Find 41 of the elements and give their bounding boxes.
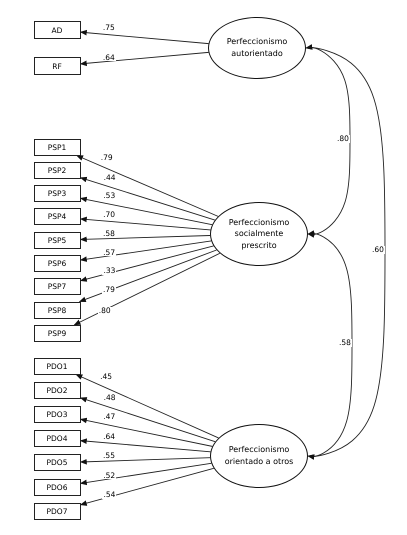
correlation-arrow: [307, 230, 352, 460]
loading-arrow: [80, 468, 214, 506]
loading-arrow: [80, 457, 211, 465]
loading-arrow: [80, 240, 212, 262]
loading-arrow: [74, 252, 220, 326]
loading-arrow: [80, 52, 209, 66]
loading-arrow: [80, 438, 211, 452]
observed-variable-box: [34, 454, 80, 472]
loading-arrow: [80, 418, 213, 447]
factor-label: Perfeccionismo autorientado: [226, 36, 288, 60]
loading-arrow: [78, 250, 217, 302]
correlation-arrow: [305, 44, 386, 460]
loading-arrow: [80, 196, 213, 226]
observed-variable-box: [34, 430, 80, 448]
observed-variable-box: [34, 185, 80, 202]
loading-arrow: [76, 155, 219, 217]
loading-arrow: [80, 216, 211, 230]
observed-variable-box: [34, 324, 80, 342]
loading-arrow: [80, 176, 216, 221]
observed-variable-box: [34, 382, 80, 399]
observed-variable-box: [34, 502, 80, 520]
observed-variable-box: [34, 302, 80, 319]
loading-arrow: [80, 30, 209, 44]
factor-label: Perfeccionismo socialmente prescrito: [228, 216, 290, 252]
observed-variable-box: [34, 208, 80, 226]
observed-variable-box: [34, 21, 80, 39]
observed-variable-box: [34, 278, 80, 296]
loading-arrow: [80, 245, 214, 282]
observed-variable-box: [34, 138, 80, 156]
observed-variable-box: [34, 478, 80, 496]
loading-arrow: [75, 374, 219, 438]
loading-arrow: [80, 397, 216, 442]
observed-variable-box: [34, 232, 80, 249]
observed-variable-box: [34, 57, 80, 75]
observed-variable-box: [34, 406, 80, 423]
observed-variable-box: [34, 255, 80, 272]
observed-variable-box: [34, 358, 80, 374]
loading-arrow: [80, 462, 212, 486]
observed-variable-box: [34, 162, 80, 179]
loading-arrow: [80, 235, 210, 242]
factor-label: Perfeccionismo orientado a otros: [224, 444, 294, 468]
